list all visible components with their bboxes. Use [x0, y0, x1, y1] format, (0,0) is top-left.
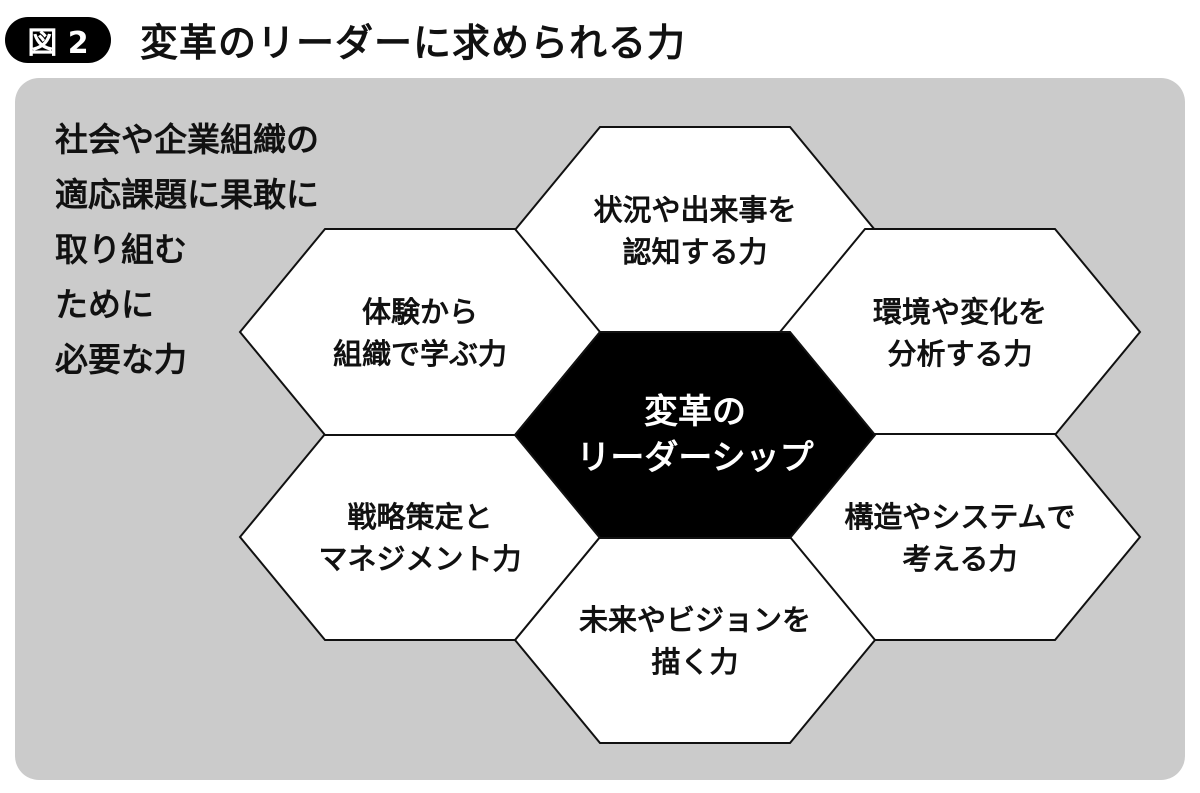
hexagon-shape [513, 331, 877, 539]
hexagon-label-line: 変革の [644, 392, 746, 432]
intro-text: 社会や企業組織の 適応課題に果敢に 取り組む ために 必要な力 [55, 112, 319, 387]
hexagon-label-line: 分析する力 [887, 337, 1032, 371]
intro-line: 必要な力 [55, 340, 187, 379]
hexagon-label-line: 認知する力 [622, 235, 767, 269]
hexagon-label-line: 描く力 [651, 645, 738, 679]
figure-label: 図 2 [27, 26, 89, 61]
hexagon-label-line: 未来やビジョンを [579, 603, 811, 637]
intro-line: 適応課題に果敢に [55, 175, 319, 214]
intro-line: 取り組む [55, 230, 187, 269]
figure-label-badge: 図 2 [5, 17, 111, 63]
hexagon-label-line: 戦略策定と [347, 500, 492, 534]
hexagon-label-line: 環境や変化を [873, 295, 1047, 329]
hexagon-label-line: 体験から [362, 295, 478, 329]
hexagon-label-line: リーダーシップ [576, 438, 813, 478]
intro-line: 社会や企業組織の [55, 120, 319, 159]
hexagon-label-line: 考える力 [902, 542, 1017, 576]
page-title: 変革のリーダーに求められる力 [140, 21, 687, 65]
hexagon-label-line: マネジメント力 [318, 542, 521, 576]
hexagon-label-line: 状況や出来事を [593, 193, 796, 227]
hexagon-label-line: 構造やシステムで [844, 500, 1075, 534]
intro-line: ために [55, 285, 154, 324]
hexagon-label-line: 組織で学ぶ力 [333, 337, 507, 371]
